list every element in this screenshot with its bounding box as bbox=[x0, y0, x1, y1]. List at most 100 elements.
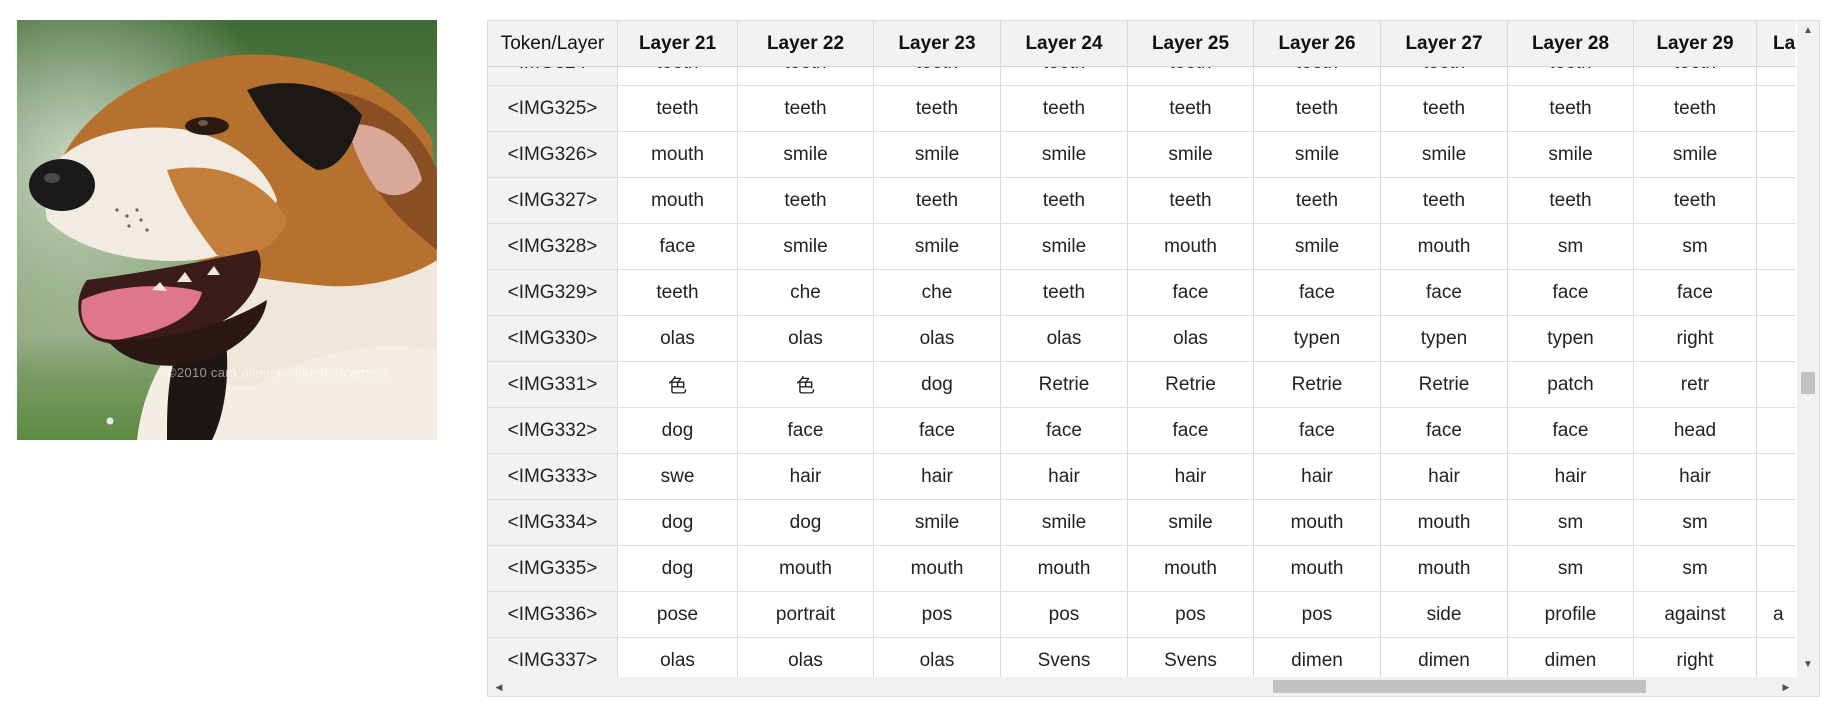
table-cell: teeth bbox=[1001, 86, 1128, 131]
table-cell: dog bbox=[618, 408, 738, 453]
scroll-up-arrow-icon[interactable]: ▲ bbox=[1803, 25, 1813, 36]
table-cell: teeth bbox=[1381, 86, 1508, 131]
table-cell: 色 bbox=[738, 362, 874, 407]
table-cell: hair bbox=[1508, 454, 1634, 499]
table-cell: hair bbox=[1381, 454, 1508, 499]
table-cell: smile bbox=[1254, 224, 1381, 269]
table-cell: teeth bbox=[1634, 86, 1757, 131]
table-cell: dimen bbox=[1508, 638, 1634, 677]
table-cell: smile bbox=[738, 224, 874, 269]
row-token-label: <IMG331> bbox=[488, 362, 618, 407]
table-cell: teeth bbox=[874, 66, 1001, 85]
table-cell: teeth bbox=[618, 270, 738, 315]
table-cell: teeth bbox=[738, 86, 874, 131]
table-cell: right bbox=[1634, 638, 1757, 677]
table-cell: mouth bbox=[1001, 546, 1128, 591]
table-cell bbox=[1757, 270, 1796, 315]
table-cell bbox=[1757, 66, 1796, 85]
table-cell: dimen bbox=[1381, 638, 1508, 677]
table-cell: mouth bbox=[1381, 224, 1508, 269]
table-cell: sm bbox=[1508, 500, 1634, 545]
table-cell bbox=[1757, 178, 1796, 223]
table-cell: face bbox=[1381, 408, 1508, 453]
table-cell: smile bbox=[1634, 132, 1757, 177]
vertical-scrollbar[interactable]: ▲ ▼ bbox=[1797, 21, 1819, 677]
table-cell: teeth bbox=[874, 86, 1001, 131]
table-cell: face bbox=[1128, 408, 1254, 453]
row-token-label: <IMG335> bbox=[488, 546, 618, 591]
table-cell: sm bbox=[1508, 224, 1634, 269]
column-header: Layer 27 bbox=[1381, 21, 1508, 66]
scroll-right-arrow-icon[interactable]: ▶ bbox=[1782, 682, 1790, 692]
table-cell: mouth bbox=[1254, 500, 1381, 545]
table-cell: smile bbox=[1381, 132, 1508, 177]
table-cell: mouth bbox=[1128, 224, 1254, 269]
table-cell: smile bbox=[1128, 132, 1254, 177]
table-cell: che bbox=[738, 270, 874, 315]
table-cell: olas bbox=[618, 638, 738, 677]
row-token-label: <IMG329> bbox=[488, 270, 618, 315]
table-cell bbox=[1757, 316, 1796, 361]
table-cell: patch bbox=[1508, 362, 1634, 407]
table-cell: teeth bbox=[1381, 66, 1508, 85]
table-cell bbox=[1757, 86, 1796, 131]
table-cell: teeth bbox=[1128, 178, 1254, 223]
scroll-left-arrow-icon[interactable]: ◀ bbox=[495, 682, 503, 692]
table-cell: hair bbox=[1254, 454, 1381, 499]
table-cell bbox=[1757, 224, 1796, 269]
table-cell: typen bbox=[1508, 316, 1634, 361]
table-cell: teeth bbox=[1634, 178, 1757, 223]
table-cell: hair bbox=[1128, 454, 1254, 499]
table-cell: mouth bbox=[874, 546, 1001, 591]
table-cell: teeth bbox=[618, 86, 738, 131]
table-cell bbox=[1757, 638, 1796, 677]
table-cell: teeth bbox=[1634, 66, 1757, 85]
layer-token-table[interactable]: Token/Layer Layer 21 Layer 22 Layer 23 L… bbox=[487, 20, 1820, 697]
table-cell: dimen bbox=[1254, 638, 1381, 677]
row-token-label: <IMG330> bbox=[488, 316, 618, 361]
table-cell: face bbox=[1001, 408, 1128, 453]
row-token-label: <IMG337> bbox=[488, 638, 618, 677]
table-cell: smile bbox=[1128, 500, 1254, 545]
table-cell bbox=[1757, 362, 1796, 407]
table-cell: mouth bbox=[618, 178, 738, 223]
dog-photo: ©2010 cara olinger · bluebirdcamera bbox=[17, 20, 437, 440]
table-cell: teeth bbox=[1508, 86, 1634, 131]
table-cell: hair bbox=[874, 454, 1001, 499]
table-cell: Svens bbox=[1128, 638, 1254, 677]
row-token-label: <IMG332> bbox=[488, 408, 618, 453]
dog-illustration bbox=[17, 20, 437, 440]
table-cell: face bbox=[1508, 270, 1634, 315]
table-cell: right bbox=[1634, 316, 1757, 361]
table-cell: portrait bbox=[738, 592, 874, 637]
table-cell: mouth bbox=[618, 132, 738, 177]
table-cell bbox=[1757, 408, 1796, 453]
scrollbar-corner bbox=[1797, 677, 1819, 696]
table-cell: olas bbox=[1001, 316, 1128, 361]
table-cell: Svens bbox=[1001, 638, 1128, 677]
table-cell: swe bbox=[618, 454, 738, 499]
corner-header: Token/Layer bbox=[488, 21, 618, 66]
table-cell: teeth bbox=[1001, 270, 1128, 315]
table-cell: head bbox=[1634, 408, 1757, 453]
table-cell: teeth bbox=[1508, 66, 1634, 85]
scroll-down-arrow-icon[interactable]: ▼ bbox=[1803, 659, 1813, 670]
column-header: Layer 24 bbox=[1001, 21, 1128, 66]
horizontal-scroll-thumb[interactable] bbox=[1273, 680, 1646, 693]
table-cell: Retrie bbox=[1254, 362, 1381, 407]
table-cell: face bbox=[1254, 408, 1381, 453]
vertical-scroll-thumb[interactable] bbox=[1801, 372, 1815, 394]
column-header: Layer 23 bbox=[874, 21, 1001, 66]
table-cell: face bbox=[1128, 270, 1254, 315]
horizontal-scrollbar[interactable]: ◀ ▶ bbox=[488, 677, 1797, 696]
table-cell: sm bbox=[1634, 224, 1757, 269]
column-header: Layer 28 bbox=[1508, 21, 1634, 66]
table-cell: smile bbox=[874, 132, 1001, 177]
